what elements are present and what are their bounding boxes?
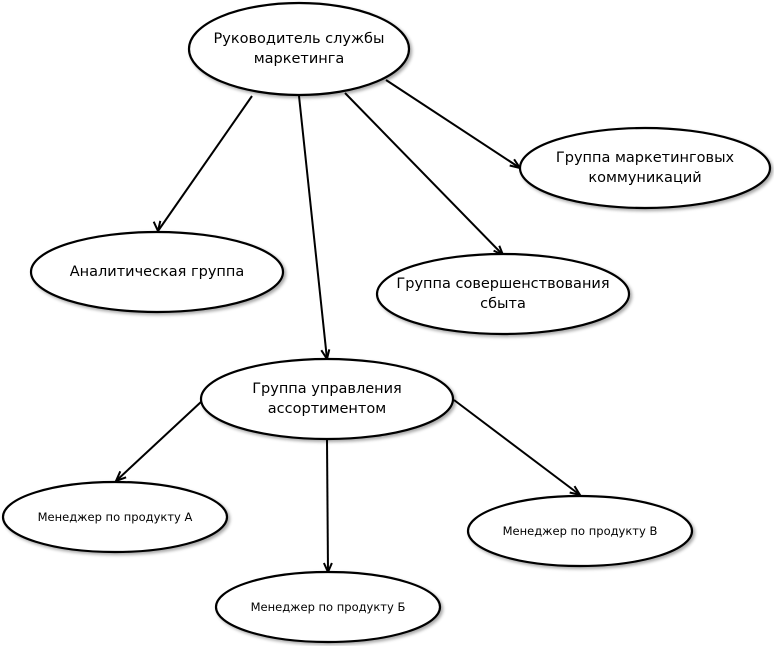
node-head-ellipse: [187, 1, 411, 97]
node-manager-b-ellipse: [214, 570, 442, 644]
connector-layer: [114, 79, 583, 575]
edge-assortment-manager-a: [114, 400, 203, 483]
edge-head-analytics: [152, 95, 253, 235]
node-manager-v-ellipse: [466, 494, 694, 568]
edge-head-sales: [344, 92, 505, 257]
node-sales-ellipse: [375, 252, 631, 336]
node-manager-a-ellipse: [1, 480, 229, 554]
node-assortment-ellipse: [199, 357, 455, 441]
edge-assortment-manager-v: [453, 399, 583, 497]
edge-assortment-manager-b: [322, 439, 333, 575]
edge-head-assortment: [298, 95, 331, 362]
node-analytics-ellipse: [29, 230, 285, 314]
node-marketing-comm-ellipse: [518, 126, 772, 210]
